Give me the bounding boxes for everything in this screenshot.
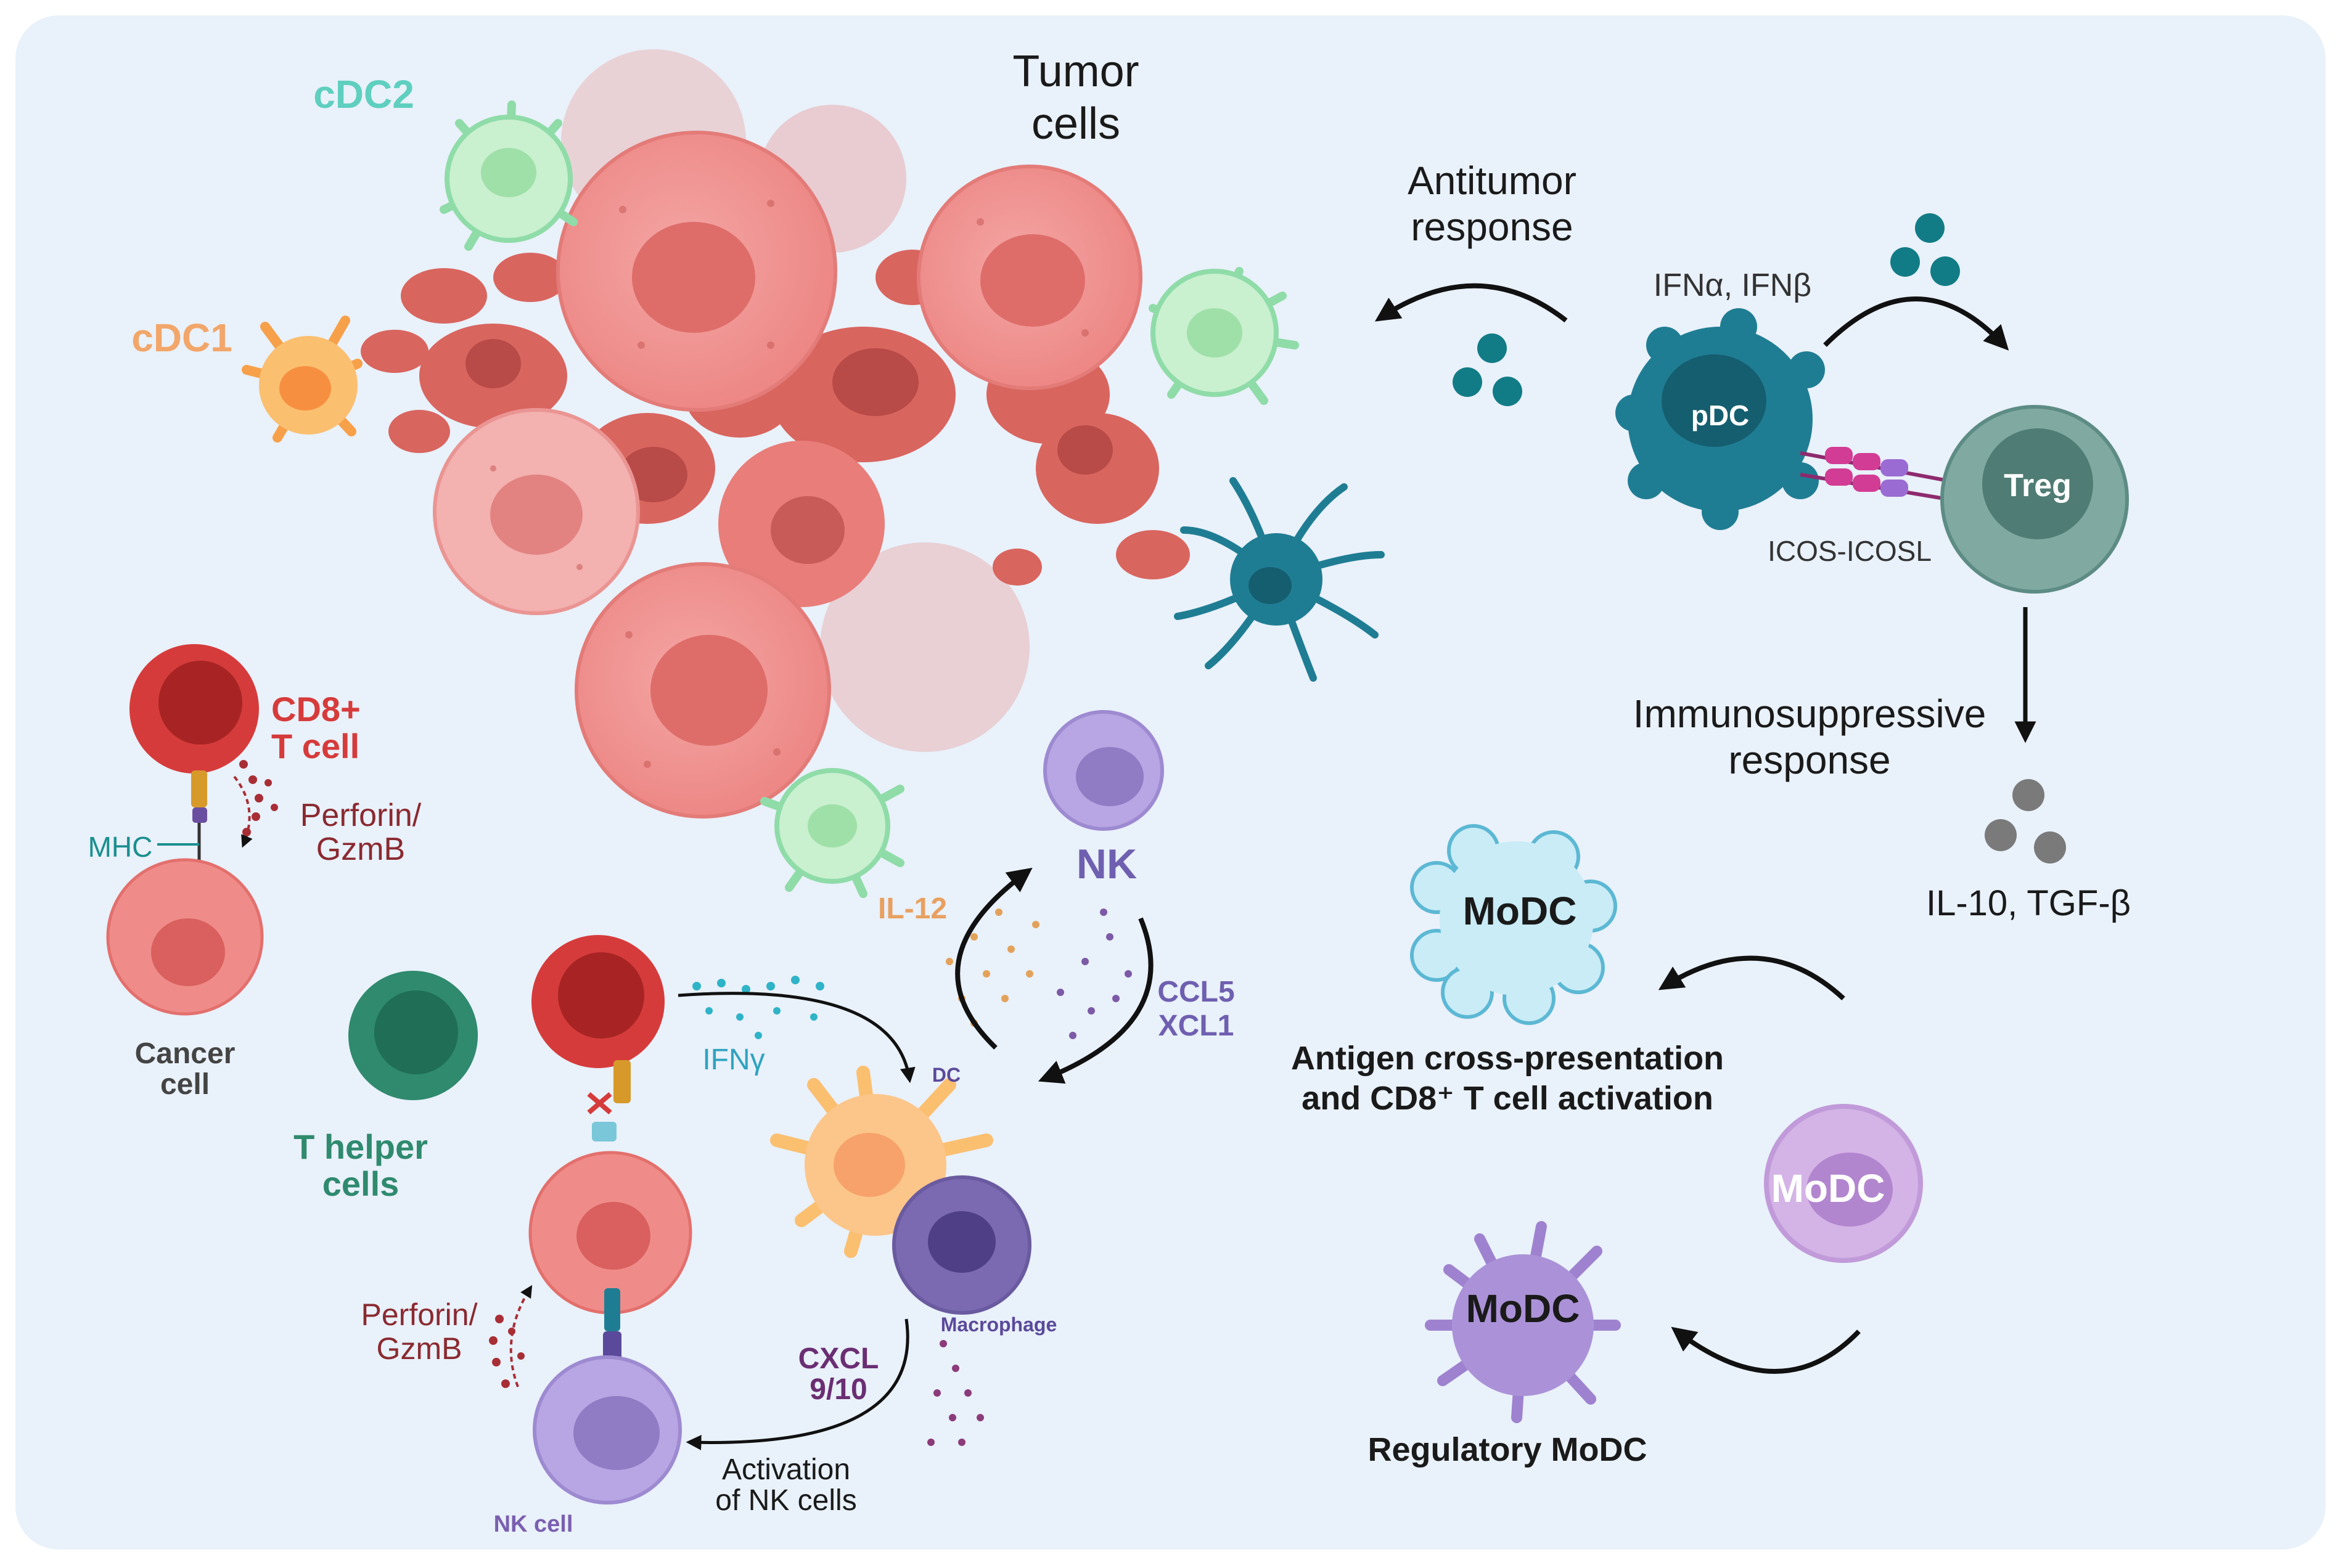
label-icos: ICOS-ICOSL <box>1768 535 1932 567</box>
tumor-nucleus <box>980 234 1085 327</box>
blocked-interaction <box>587 1092 617 1141</box>
label-thelper-2: cells <box>322 1164 400 1203</box>
label-cdc2: cDC2 <box>313 72 414 116</box>
label-perforin1-2: GzmB <box>316 831 405 867</box>
cd8-t-cell <box>129 644 259 774</box>
icos-icosl-bridge <box>1800 447 1949 501</box>
modc-cell-mid <box>1764 1104 1923 1263</box>
text-labels: cDC2 cDC1 Tumor cells Antitumor response… <box>88 47 2131 1537</box>
label-dc: DC <box>932 1064 961 1086</box>
label-antitumor-2: response <box>1411 205 1573 249</box>
perforin-dots-bottom <box>489 1315 525 1388</box>
label-tumor-cells-2: cells <box>1031 99 1120 149</box>
cdc2-cell <box>760 768 904 898</box>
perforin-arrow-bottom <box>509 1284 533 1387</box>
modc-cell-top <box>1410 824 1617 1025</box>
label-cancer-1: Cancer <box>135 1037 236 1070</box>
arrow-to-modc-bottom <box>1671 1326 1861 1374</box>
label-nk-cell: NK cell <box>494 1511 573 1537</box>
arrow-ifng-to-dc <box>678 992 916 1084</box>
label-cxcl-1: CXCL <box>798 1342 879 1375</box>
tumor-nucleus <box>650 635 768 746</box>
label-cd8-1: CD8+ <box>271 690 361 729</box>
label-treg: Treg <box>2004 468 2072 504</box>
label-perforin2-1: Perforin/ <box>361 1297 478 1332</box>
nk-cell-bottom <box>533 1355 682 1505</box>
il12-dots <box>946 909 1039 1027</box>
cdc2-cell <box>440 100 578 251</box>
label-ifn: IFNα, IFNβ <box>1654 267 1811 303</box>
label-thelper-1: T helper <box>293 1127 428 1166</box>
label-pdc: pDC <box>1691 399 1750 431</box>
label-immunosuppressive-2: response <box>1728 738 1890 782</box>
cdc2-cell <box>1149 267 1299 405</box>
tumor-cell-faded <box>820 542 1030 752</box>
label-cxcl-2: 9/10 <box>810 1373 867 1406</box>
arrow-dc-to-nk <box>955 867 1033 1050</box>
label-cd8-2: T cell <box>271 727 359 766</box>
arrow-to-treg <box>1823 296 2009 351</box>
ifng-dots <box>692 976 824 1039</box>
label-perforin1-1: Perforin/ <box>300 798 422 833</box>
arrow-activation-nk <box>686 1318 909 1450</box>
ccl5-dots <box>1057 909 1132 1039</box>
label-ccl5: CCL5 <box>1157 976 1234 1008</box>
label-ifng: IFNγ <box>702 1043 765 1076</box>
label-activation-1: Activation <box>722 1453 850 1486</box>
label-antigen-2: and CD8⁺ T cell activation <box>1302 1080 1713 1117</box>
label-macrophage: Macrophage <box>941 1313 1057 1336</box>
label-tumor-cells-1: Tumor <box>1012 47 1139 96</box>
modc-cell-bottom <box>1425 1221 1621 1423</box>
label-modc-top: MoDC <box>1463 889 1577 933</box>
cytokine-dots-teal <box>1453 213 1960 406</box>
label-activation-2: of NK cells <box>715 1484 856 1517</box>
arrow-to-antitumor <box>1374 283 1568 323</box>
cytokine-dots-grey <box>1985 779 2066 864</box>
debris-dark-spots <box>465 339 1113 502</box>
tumor-nucleus <box>771 496 845 564</box>
label-mhc: MHC <box>88 831 153 863</box>
label-il10: IL-10, TGF-β <box>1926 883 2131 923</box>
cxcl-dots <box>927 1340 984 1446</box>
cdc1-cell <box>242 316 363 443</box>
label-xcl1: XCL1 <box>1158 1010 1234 1042</box>
label-cancer-2: cell <box>160 1068 210 1101</box>
cancer-cell-left <box>106 858 264 1016</box>
pdc-like-dendritic-cell <box>1174 477 1385 682</box>
nk-cell-top <box>1043 710 1164 831</box>
tumor-dots <box>490 200 1089 768</box>
label-modc-mid: MoDC <box>1771 1166 1885 1211</box>
arrow-to-modc-top <box>1658 955 1845 1000</box>
cd8-t-cell-bottom <box>531 935 665 1103</box>
label-modc-bottom: MoDC <box>1466 1286 1580 1331</box>
tcr-mhc-complex <box>157 770 207 863</box>
macrophage-cell <box>892 1175 1031 1315</box>
perforin-arrow <box>233 775 253 848</box>
tumor-nucleus <box>632 222 755 333</box>
label-immunosuppressive-1: Immunosuppressive <box>1633 692 1986 736</box>
label-cdc1: cDC1 <box>131 316 232 360</box>
label-antigen-1: Antigen cross-presentation <box>1291 1040 1724 1077</box>
label-il12: IL-12 <box>878 892 947 925</box>
label-nk: NK <box>1076 841 1137 888</box>
tumor-nucleus <box>490 475 583 555</box>
t-helper-cell <box>348 971 478 1100</box>
label-antitumor-1: Antitumor <box>1408 158 1576 203</box>
treg-cell <box>1940 405 2129 594</box>
tumor-cluster <box>361 49 1190 819</box>
label-perforin2-2: GzmB <box>377 1331 462 1366</box>
arrow-nk-to-dc <box>1038 917 1154 1084</box>
label-regulatory: Regulatory MoDC <box>1367 1431 1647 1468</box>
pdc-cell <box>1615 308 1825 530</box>
